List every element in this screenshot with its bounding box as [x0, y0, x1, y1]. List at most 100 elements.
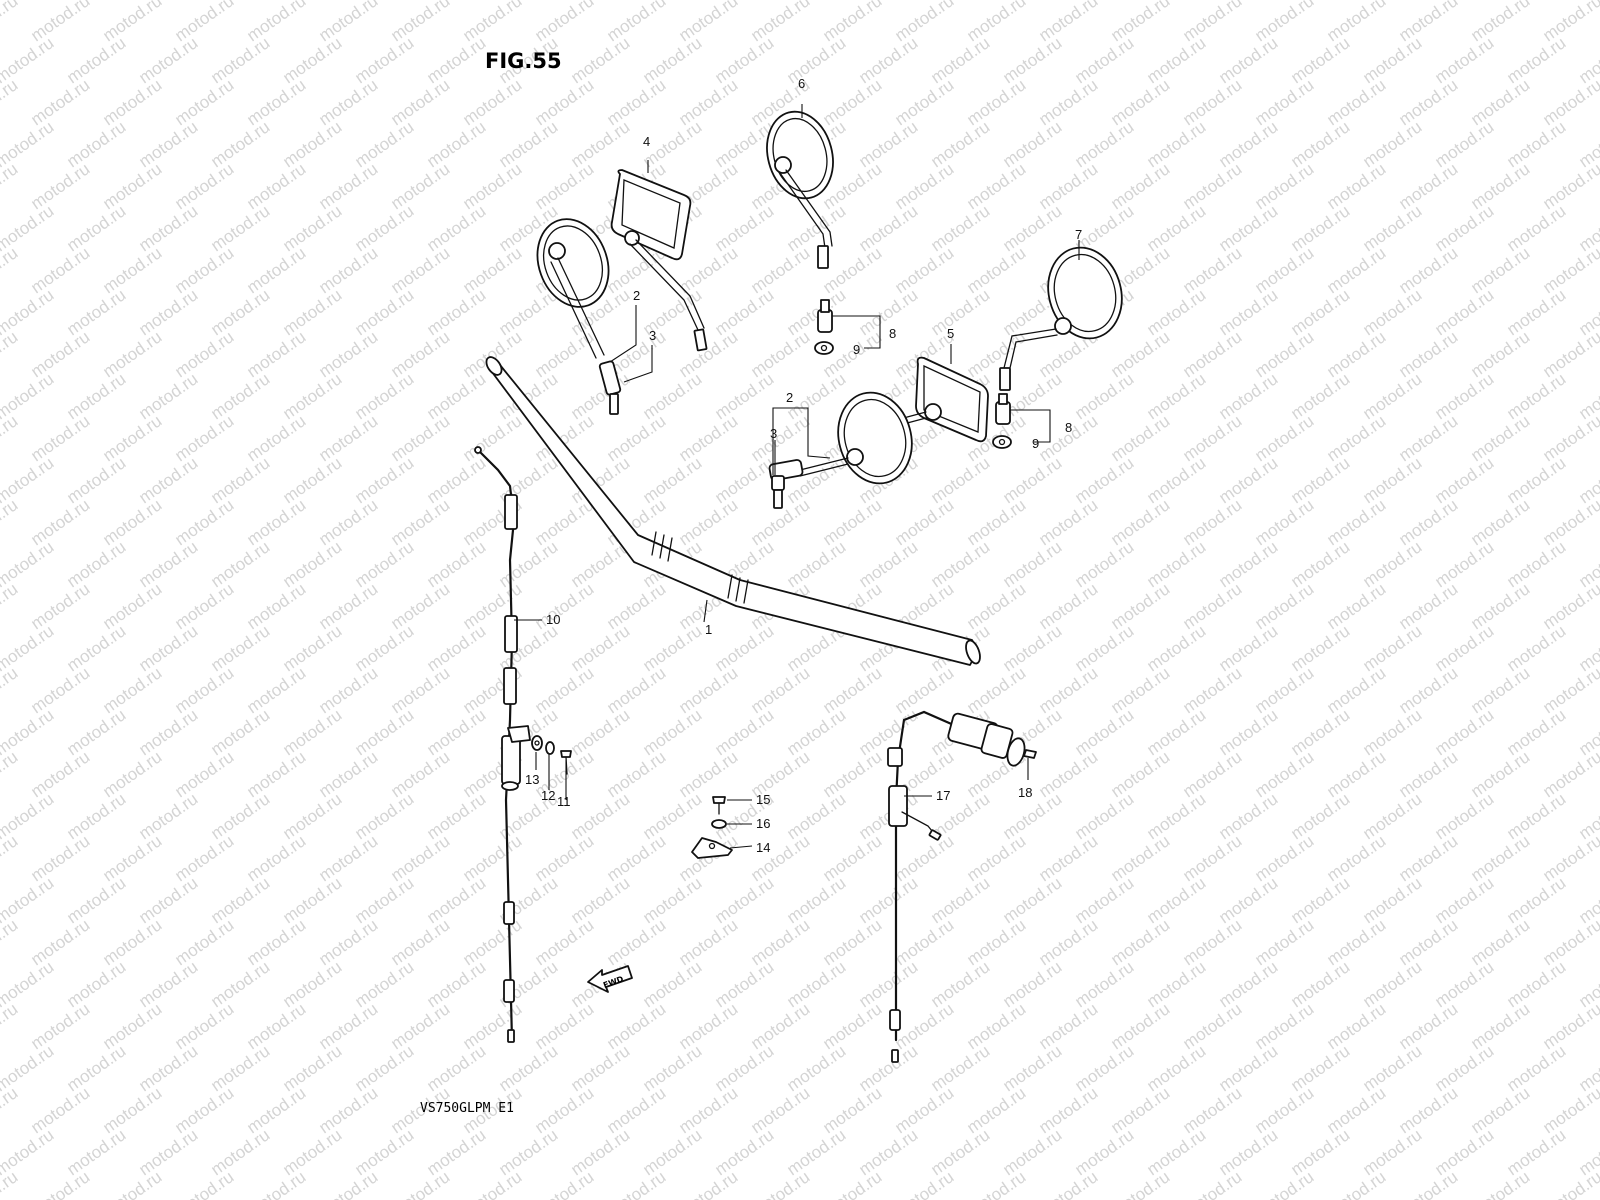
watermark-text: motod.ru: [1539, 831, 1600, 885]
watermark-text: motod.ru: [423, 537, 489, 591]
watermark-text: motod.ru: [423, 789, 489, 843]
label-7: 7: [1075, 227, 1082, 242]
watermark-text: motod.ru: [423, 873, 489, 927]
watermark-text: motod.ru: [1143, 957, 1209, 1011]
watermark-text: motod.ru: [387, 75, 453, 129]
watermark-text: motod.ru: [315, 411, 381, 465]
watermark-text: motod.ru: [1071, 621, 1137, 675]
watermark-text: motod.ru: [171, 75, 237, 129]
watermark-text: motod.ru: [603, 1083, 669, 1137]
watermark-text: motod.ru: [1071, 957, 1137, 1011]
watermark-text: motod.ru: [27, 579, 93, 633]
watermark-text: motod.ru: [387, 579, 453, 633]
watermark-text: motod.ru: [1431, 117, 1497, 171]
watermark-text: motod.ru: [1395, 411, 1461, 465]
watermark-text: motod.ru: [1251, 1083, 1317, 1137]
watermark-text: motod.ru: [1071, 537, 1137, 591]
watermark-text: motod.ru: [351, 33, 417, 87]
watermark-text: motod.ru: [855, 1125, 921, 1179]
watermark-text: motod.ru: [1035, 159, 1101, 213]
watermark-text: motod.ru: [207, 453, 273, 507]
watermark-text: motod.ru: [27, 243, 93, 297]
watermark-text: motod.ru: [279, 621, 345, 675]
watermark-text: motod.ru: [891, 75, 957, 129]
watermark-text: motod.ru: [1071, 33, 1137, 87]
watermark-text: motod.ru: [1503, 453, 1569, 507]
watermark-text: motod.ru: [1323, 411, 1389, 465]
watermark-text: motod.ru: [1467, 327, 1533, 381]
watermark-text: motod.ru: [1467, 915, 1533, 969]
watermark-text: motod.ru: [1179, 411, 1245, 465]
watermark-text: motod.ru: [351, 537, 417, 591]
label-8-lower: 8: [1065, 420, 1072, 435]
watermark-text: motod.ru: [1395, 495, 1461, 549]
watermark-text: motod.ru: [1251, 915, 1317, 969]
watermark-text: motod.ru: [567, 369, 633, 423]
watermark-text: motod.ru: [1467, 243, 1533, 297]
watermark-text: motod.ru: [243, 915, 309, 969]
watermark-text: motod.ru: [783, 285, 849, 339]
watermark-text: motod.ru: [135, 537, 201, 591]
watermark-text: motod.ru: [963, 243, 1029, 297]
watermark-text: motod.ru: [675, 747, 741, 801]
watermark-text: motod.ru: [675, 243, 741, 297]
watermark-text: motod.ru: [1107, 915, 1173, 969]
watermark-text: motod.ru: [1251, 159, 1317, 213]
watermark-text: motod.ru: [243, 831, 309, 885]
watermark-text: motod.ru: [1359, 621, 1425, 675]
watermark-text: motod.ru: [531, 663, 597, 717]
label-18: 18: [1018, 785, 1032, 800]
watermark-text: motod.ru: [567, 621, 633, 675]
watermark-text: motod.ru: [927, 873, 993, 927]
watermark-text: motod.ru: [1467, 1083, 1533, 1137]
watermark-text: motod.ru: [999, 1125, 1065, 1179]
watermark-text: motod.ru: [999, 201, 1065, 255]
watermark-text: motod.ru: [387, 1167, 453, 1200]
watermark-text: motod.ru: [531, 159, 597, 213]
watermark-text: motod.ru: [315, 747, 381, 801]
watermark-text: motod.ru: [1287, 453, 1353, 507]
watermark-text: motod.ru: [1179, 999, 1245, 1053]
watermark-text: motod.ru: [99, 75, 165, 129]
watermark-text: motod.ru: [1395, 831, 1461, 885]
watermark-text: motod.ru: [711, 873, 777, 927]
watermark-text: motod.ru: [783, 369, 849, 423]
watermark-text: motod.ru: [495, 537, 561, 591]
watermark-text: motod.ru: [0, 243, 21, 297]
watermark-text: motod.ru: [783, 537, 849, 591]
watermark-text: motod.ru: [1395, 747, 1461, 801]
watermark-text: motod.ru: [1431, 873, 1497, 927]
watermark-text: motod.ru: [1215, 201, 1281, 255]
watermark-text: motod.ru: [1287, 201, 1353, 255]
watermark-text: motod.ru: [603, 411, 669, 465]
watermark-text: motod.ru: [1107, 327, 1173, 381]
label-9-lower: 9: [1032, 436, 1039, 451]
watermark-text: motod.ru: [243, 1167, 309, 1200]
watermark-text: motod.ru: [855, 537, 921, 591]
watermark-text: motod.ru: [63, 789, 129, 843]
watermark-text: motod.ru: [1107, 411, 1173, 465]
watermark-text: motod.ru: [243, 411, 309, 465]
watermark-text: motod.ru: [1143, 453, 1209, 507]
watermark-text: motod.ru: [819, 663, 885, 717]
watermark-text: motod.ru: [387, 663, 453, 717]
watermark-text: motod.ru: [963, 1083, 1029, 1137]
watermark-text: motod.ru: [891, 999, 957, 1053]
watermark-text: motod.ru: [1143, 705, 1209, 759]
watermark-text: motod.ru: [1179, 159, 1245, 213]
watermark-text: motod.ru: [1107, 663, 1173, 717]
watermark-text: motod.ru: [1431, 537, 1497, 591]
watermark-text: motod.ru: [315, 327, 381, 381]
watermark-text: motod.ru: [0, 327, 21, 381]
watermark-text: motod.ru: [387, 999, 453, 1053]
watermark-text: motod.ru: [1467, 1167, 1533, 1200]
watermark-text: motod.ru: [0, 1083, 21, 1137]
watermark-text: motod.ru: [1395, 75, 1461, 129]
watermark-text: motod.ru: [135, 285, 201, 339]
watermark-text: motod.ru: [1539, 495, 1600, 549]
watermark-text: motod.ru: [1503, 957, 1569, 1011]
watermark-text: motod.ru: [63, 873, 129, 927]
watermark-text: motod.ru: [315, 1167, 381, 1200]
watermark-text: motod.ru: [1431, 789, 1497, 843]
watermark-text: motod.ru: [135, 957, 201, 1011]
